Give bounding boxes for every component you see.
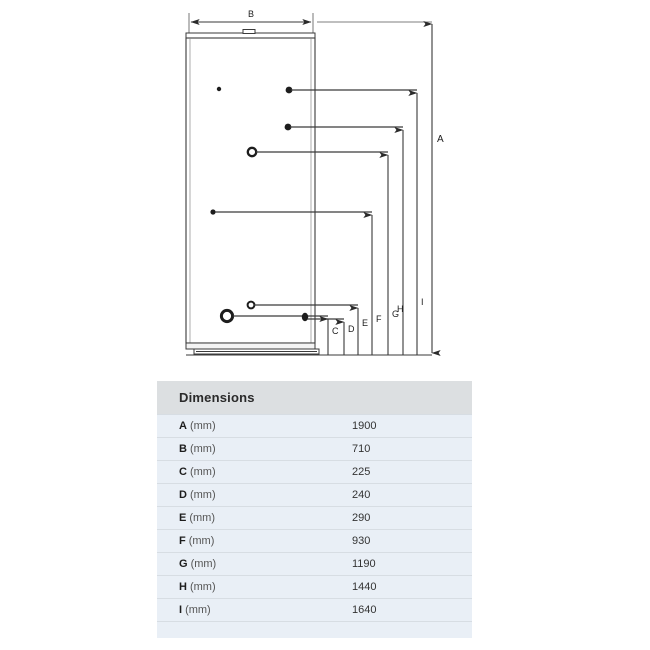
dimension-key: H: [179, 581, 187, 593]
table-cell-value: 1640: [344, 598, 472, 621]
dimensions-table-footer-spacer: [157, 621, 472, 638]
dimension-key: F: [179, 535, 186, 547]
table-cell-label: B(mm): [157, 437, 344, 461]
port-marker-mid-upper-right: [284, 123, 292, 131]
port-marker-upper-left: [216, 86, 222, 92]
vertical-dimensions: C D E F G H I: [319, 90, 424, 355]
dimension-label-g: G: [392, 309, 399, 319]
technical-drawing: B: [185, 9, 444, 356]
dimension-unit: (mm): [185, 604, 211, 616]
table-cell-value: 1190: [344, 552, 472, 576]
port-marker-bottom-hollow-small: [246, 300, 256, 310]
dimension-unit: (mm): [188, 535, 215, 547]
table-cell-value: 290: [344, 506, 472, 530]
dimension-key: B: [179, 443, 187, 455]
table-cell-label: D(mm): [157, 483, 344, 507]
dimension-label-d: D: [348, 324, 355, 334]
dimension-unit: (mm): [190, 558, 217, 570]
table-cell-label: F(mm): [157, 529, 344, 553]
dimension-unit: (mm): [189, 512, 215, 524]
dimension-label-e: E: [362, 318, 368, 328]
table-row: B(mm) 710: [157, 437, 472, 461]
port-marker-mid-left-hollow: [246, 146, 258, 158]
dimension-label-b: B: [248, 9, 254, 19]
dimension-unit: (mm): [189, 581, 216, 593]
dimension-key: D: [179, 489, 187, 501]
table-cell-value: 1440: [344, 575, 472, 599]
dimensions-table-header-cell: Dimensions: [157, 381, 472, 415]
dimension-unit: (mm): [189, 489, 216, 501]
table-cell-label: E(mm): [157, 506, 344, 530]
dimensions-table: Dimensions A(mm) 1900 B(mm) 710 C(mm) 22…: [157, 381, 472, 621]
table-row: E(mm) 290: [157, 506, 472, 530]
dimension-key: E: [179, 512, 187, 524]
dimensions-table-body: Dimensions A(mm) 1900 B(mm) 710 C(mm) 22…: [157, 381, 472, 621]
dimension-unit: (mm): [189, 443, 216, 455]
cylinder-body: [185, 29, 320, 355]
table-row: I(mm) 1640: [157, 598, 472, 621]
port-marker-bottom-hollow-large: [219, 308, 235, 324]
table-cell-label: I(mm): [157, 598, 344, 621]
dimension-key: I: [179, 604, 183, 616]
table-row: F(mm) 930: [157, 529, 472, 553]
dimension-unit: (mm): [189, 420, 216, 432]
dimension-label-c: C: [332, 326, 339, 336]
dimension-key: G: [179, 558, 188, 570]
table-cell-value: 240: [344, 483, 472, 507]
table-row: H(mm) 1440: [157, 575, 472, 599]
table-cell-label: H(mm): [157, 575, 344, 599]
table-cell-label: C(mm): [157, 460, 344, 484]
table-cell-value: 710: [344, 437, 472, 461]
dimension-label-f: F: [376, 314, 382, 324]
table-cell-value: 225: [344, 460, 472, 484]
port-marker-lower-left: [210, 209, 216, 215]
dimension-a: A: [317, 21, 444, 356]
port-marker-upper-right: [285, 86, 293, 94]
dimension-b: B: [188, 9, 314, 36]
table-row: A(mm) 1900: [157, 414, 472, 438]
dimension-key: A: [179, 420, 187, 432]
port-connections: [210, 86, 417, 324]
table-row: G(mm) 1190: [157, 552, 472, 576]
table-cell-label: A(mm): [157, 414, 344, 438]
table-row: D(mm) 240: [157, 483, 472, 507]
dimension-key: C: [179, 466, 187, 478]
dimension-unit: (mm): [189, 466, 216, 478]
dimensions-table-header-row: Dimensions: [157, 381, 472, 415]
dimension-label-h: H: [397, 304, 404, 314]
table-cell-label: G(mm): [157, 552, 344, 576]
port-marker-bottom-right: [301, 312, 309, 322]
dimension-label-a: A: [437, 134, 444, 145]
table-cell-value: 1900: [344, 414, 472, 438]
table-row: C(mm) 225: [157, 460, 472, 484]
dimension-label-i: I: [421, 297, 424, 307]
table-cell-value: 930: [344, 529, 472, 553]
